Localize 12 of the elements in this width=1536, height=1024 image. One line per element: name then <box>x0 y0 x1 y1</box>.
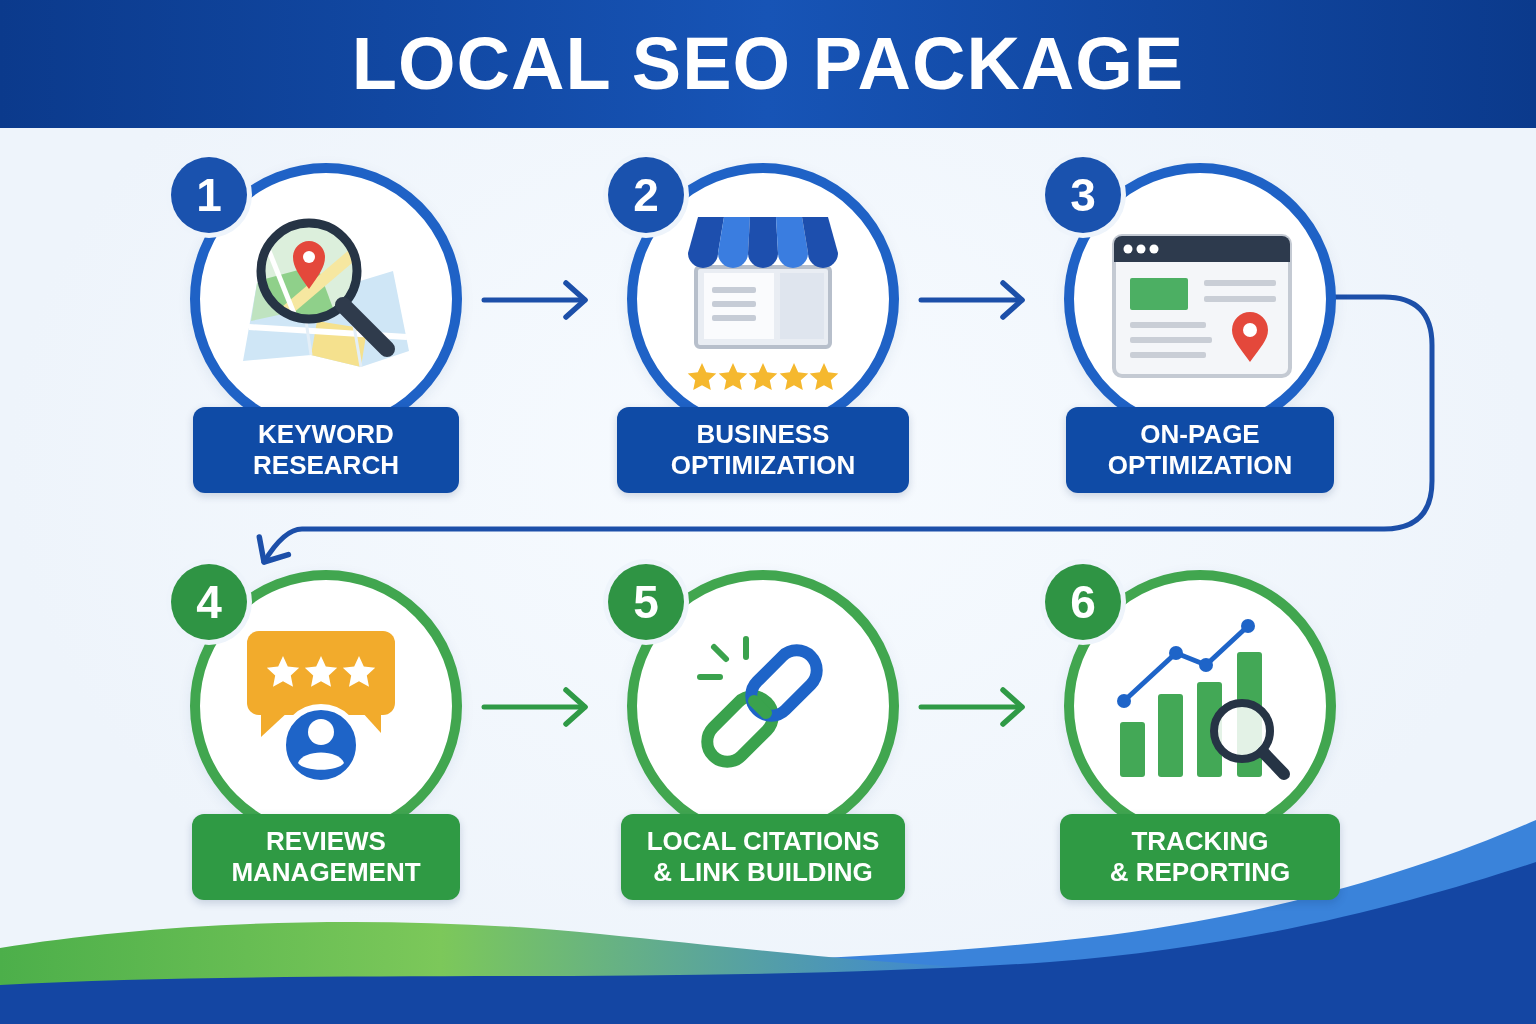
arrow <box>918 687 1025 727</box>
arrow <box>918 280 1025 320</box>
step-label: BUSINESS OPTIMIZATION <box>617 407 909 493</box>
page-title: LOCAL SEO PACKAGE <box>351 27 1185 101</box>
step-label: REVIEWS MANAGEMENT <box>192 814 460 900</box>
step-label: ON-PAGE OPTIMIZATION <box>1066 407 1334 493</box>
arrow <box>481 280 588 320</box>
arrow <box>257 294 1435 565</box>
step-label: TRACKING & REPORTING <box>1060 814 1340 900</box>
arrow <box>481 687 588 727</box>
step-label: LOCAL CITATIONS & LINK BUILDING <box>621 814 905 900</box>
step-label: KEYWORD RESEARCH <box>193 407 459 493</box>
